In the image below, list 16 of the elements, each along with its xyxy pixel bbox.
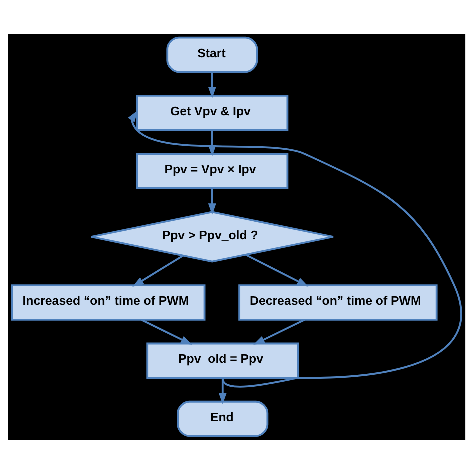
arrow bbox=[208, 188, 216, 216]
node-box: Get Vpv & Ipv bbox=[136, 95, 289, 132]
node-box: End bbox=[177, 400, 269, 438]
arrow bbox=[132, 255, 184, 288]
node-box: Ppv = Vpv × Ipv bbox=[136, 153, 289, 190]
node-diamond: Ppv > Ppv_old ? bbox=[90, 211, 334, 263]
node-box: Start bbox=[166, 36, 258, 74]
node-box: Ppv_old = Ppv bbox=[146, 342, 300, 379]
arrow bbox=[128, 110, 462, 388]
arrow bbox=[246, 254, 309, 287]
arrow bbox=[254, 319, 306, 345]
arrow bbox=[141, 319, 192, 345]
node-box: Decreased “on” time of PWM bbox=[238, 284, 438, 321]
arrow bbox=[218, 378, 227, 405]
node-box: Increased “on” time of PWM bbox=[11, 284, 206, 321]
arrow bbox=[208, 72, 216, 99]
